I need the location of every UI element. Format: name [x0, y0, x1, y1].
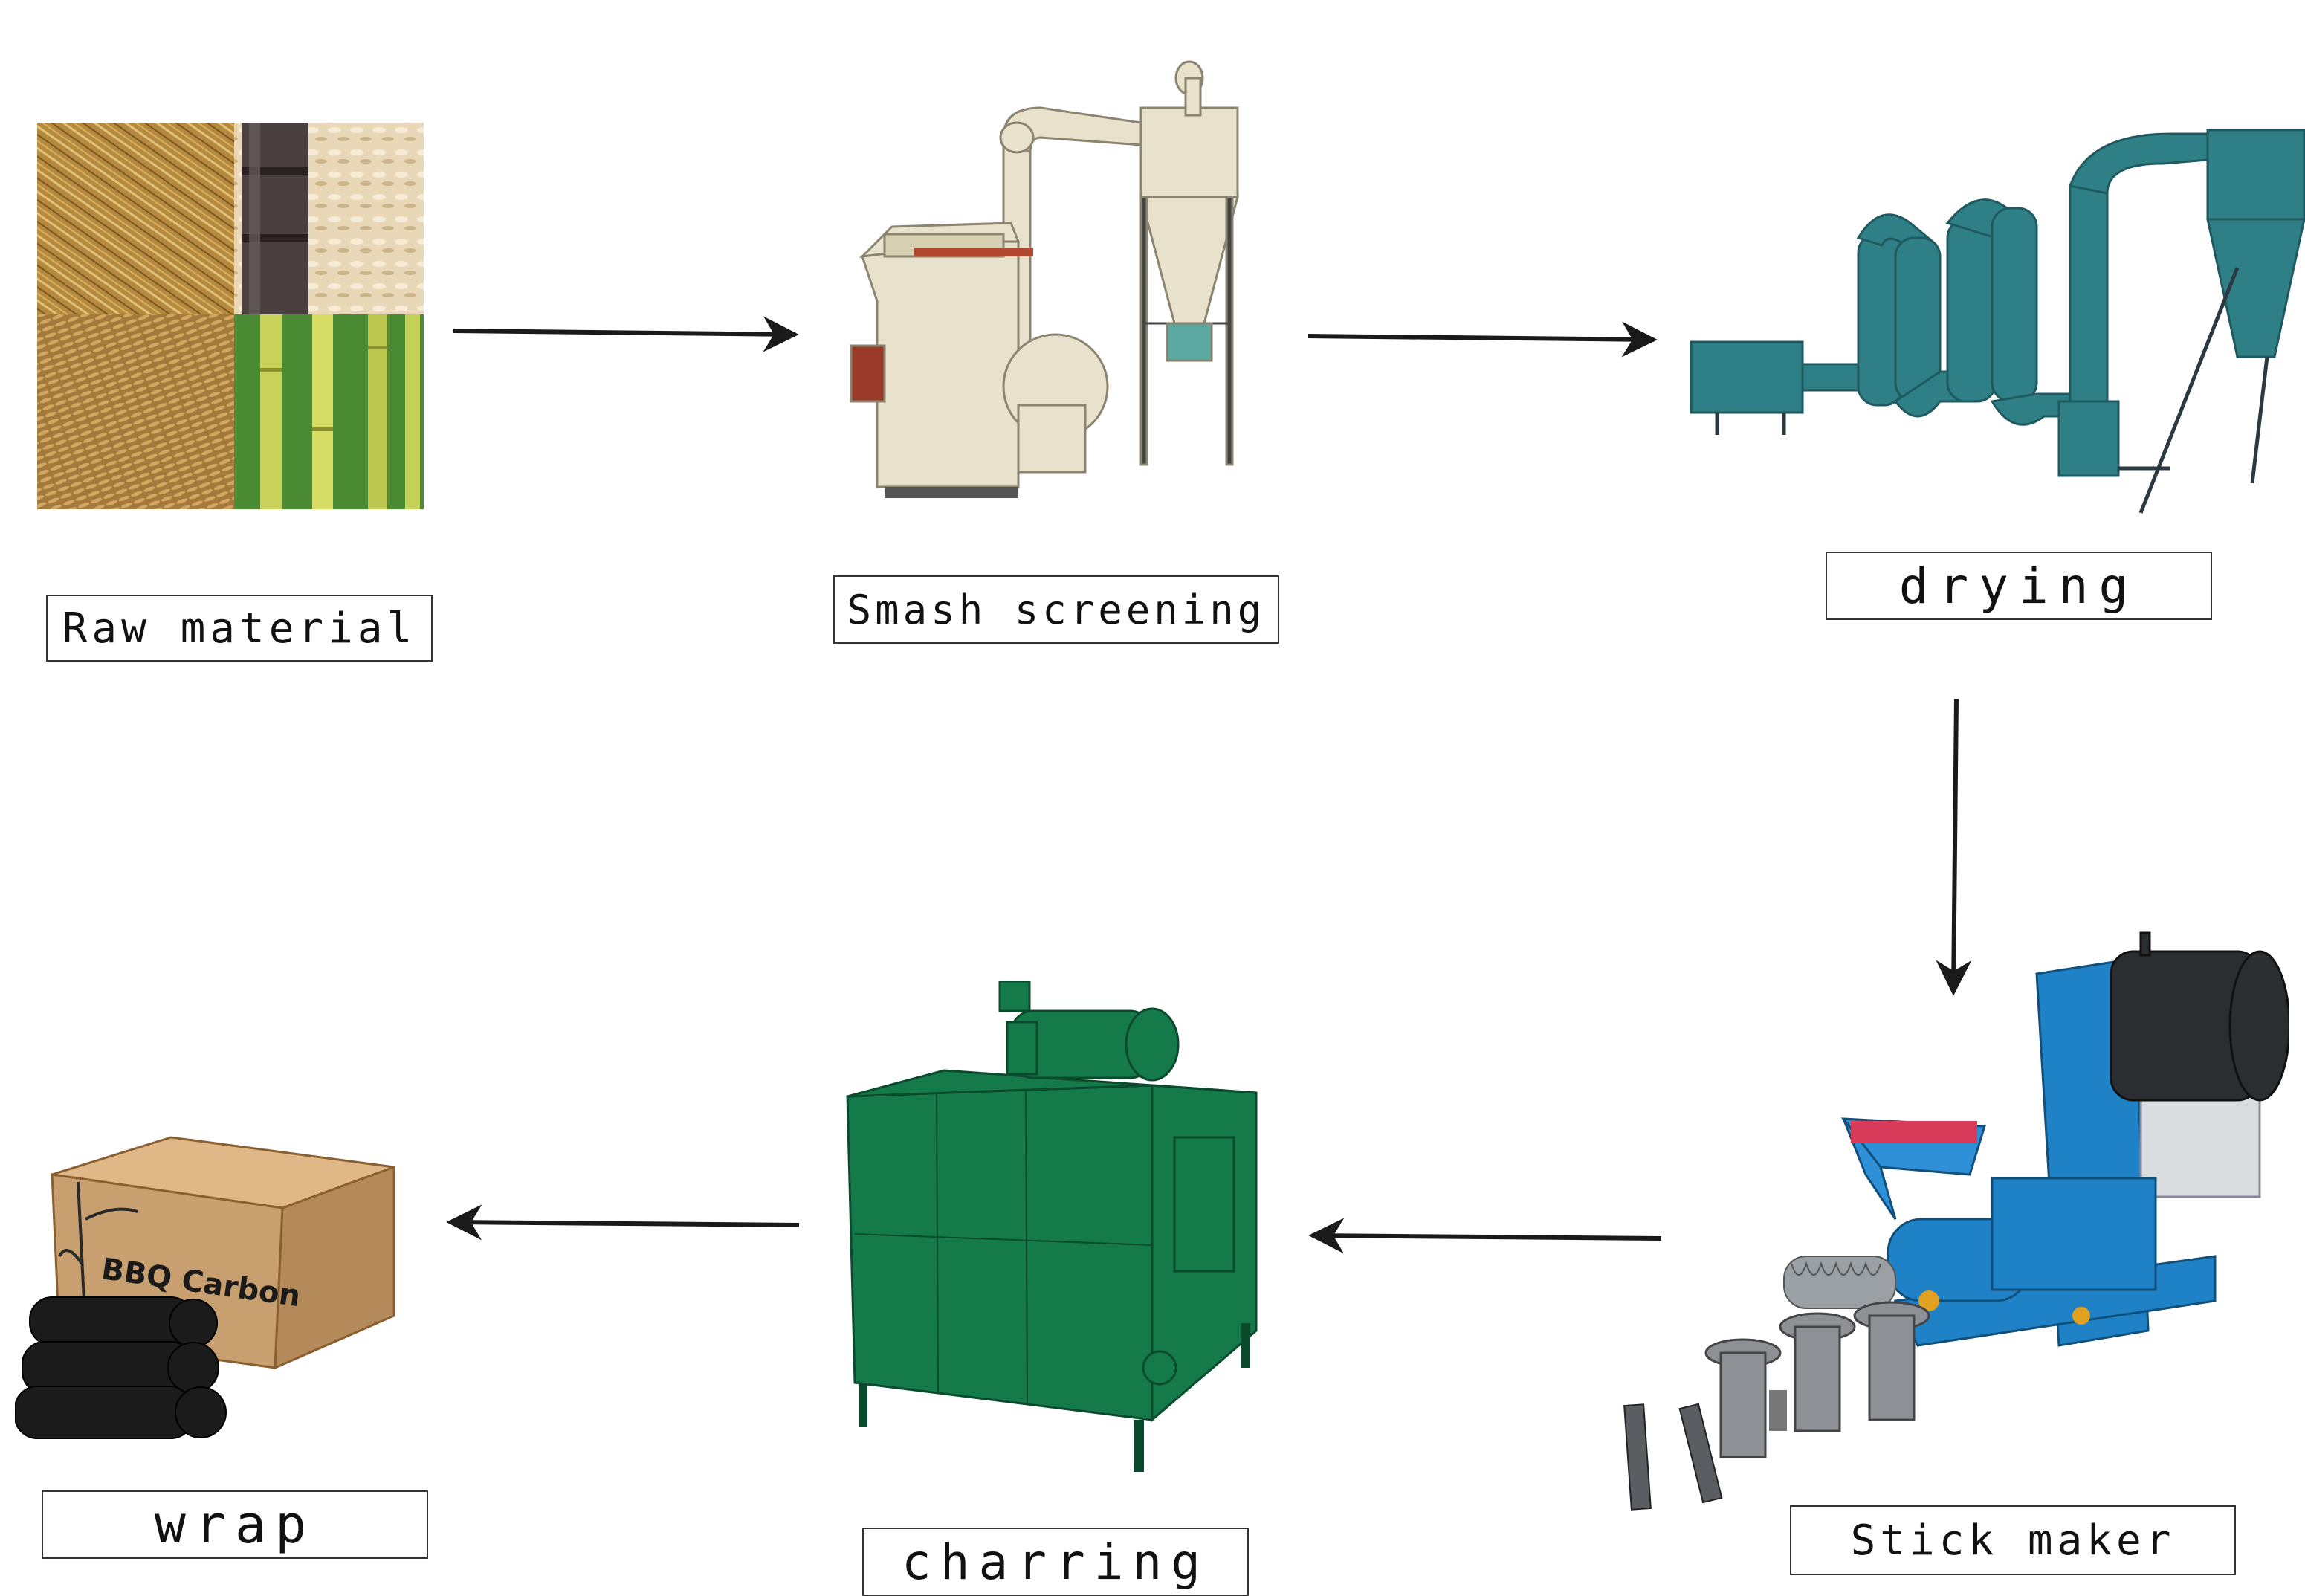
raw-material-label: Raw material	[46, 595, 433, 662]
bamboo-tile	[234, 314, 424, 509]
hopper-rim	[1851, 1121, 1977, 1143]
arrow-smash-to-drying	[1307, 321, 1658, 358]
crusher-machine-image	[847, 56, 1264, 502]
wrap-label: wrap	[42, 1490, 428, 1559]
arrow-drying-to-stick	[1936, 698, 1972, 996]
husk-tile	[37, 314, 234, 509]
dryer-machine-image	[1687, 119, 2305, 520]
charcoal-sticks	[15, 1296, 227, 1439]
drying-label: drying	[1826, 552, 2212, 620]
stick-maker-label: Stick maker	[1790, 1505, 2236, 1575]
wrap-package-image: BBQ Carbon	[15, 1130, 409, 1442]
arrow-stick-to-charring	[1308, 1218, 1662, 1254]
sugarcane-tile	[234, 123, 424, 314]
stick-maker-machine-image	[1598, 929, 2289, 1516]
straw-tile	[37, 123, 234, 314]
crusher-intake	[914, 248, 1033, 256]
raw-material-image	[37, 123, 424, 509]
arrow-raw-to-smash	[453, 316, 799, 352]
arrow-charring-to-wrap	[446, 1204, 800, 1241]
charring-furnace-image	[840, 981, 1278, 1472]
smash-screening-label: Smash screening	[833, 575, 1279, 644]
